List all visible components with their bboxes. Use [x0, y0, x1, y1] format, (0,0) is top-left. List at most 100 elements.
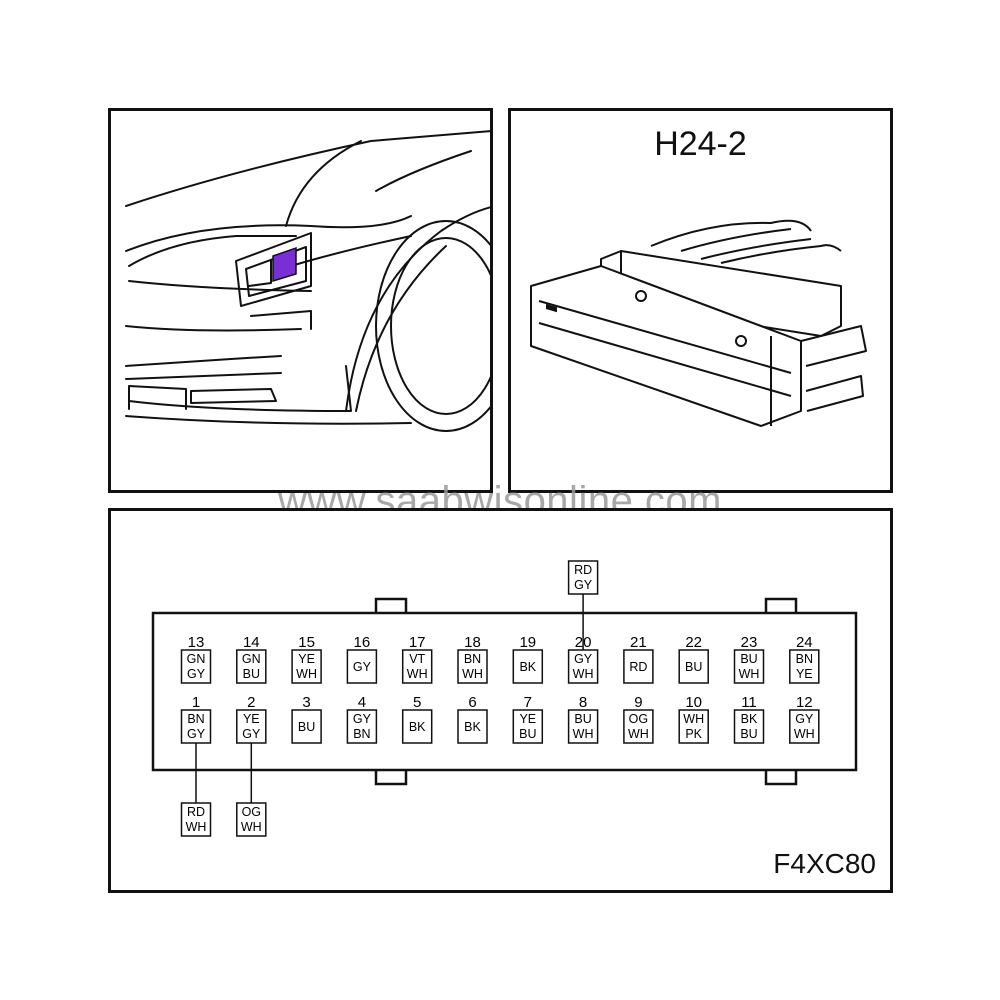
wire-color: BN	[187, 712, 204, 726]
wire-color: GY	[574, 652, 593, 666]
pin-color-box	[236, 709, 267, 744]
pin-number: 2	[247, 694, 255, 711]
wire-color: BU	[574, 712, 591, 726]
pin-number: 12	[796, 694, 813, 711]
pin-number: 5	[413, 694, 421, 711]
pin-color-box	[291, 649, 322, 684]
wire-color: GY	[353, 660, 372, 674]
wire-color: YE	[298, 652, 315, 666]
pin-number: 18	[464, 634, 481, 651]
wire-color: WH	[794, 727, 815, 741]
pin-color-box	[401, 709, 433, 744]
pin-number: 15	[298, 634, 315, 651]
connector-body-outline	[151, 611, 858, 772]
pin-color-box	[457, 709, 488, 744]
wire-color: BU	[298, 720, 315, 734]
wire-color: BK	[464, 720, 481, 734]
pin-number: 14	[243, 634, 260, 651]
wire-color: BU	[740, 652, 757, 666]
bottom-tab-right	[764, 770, 798, 786]
pin-color-box	[733, 709, 765, 744]
wire-color: BN	[353, 727, 370, 741]
pin-number: 17	[409, 634, 426, 651]
wire-color: WH	[683, 712, 704, 726]
pin-color-box	[401, 649, 433, 684]
wire-color: RD	[629, 660, 647, 674]
pin-color-box	[733, 649, 765, 684]
pin-color-box	[567, 709, 599, 744]
pin-number: 8	[579, 694, 587, 711]
wire-color: VT	[409, 652, 425, 666]
wire-color: GY	[242, 727, 261, 741]
extra-color-box	[236, 802, 267, 837]
wire-color: BK	[519, 660, 536, 674]
wire-color: OG	[629, 712, 648, 726]
wire-color: BU	[519, 727, 536, 741]
connector-highlight	[272, 246, 297, 283]
pin-number: 7	[524, 694, 532, 711]
wire-color: WH	[628, 727, 649, 741]
pin-number: 1	[192, 694, 200, 711]
pin-number: 23	[741, 634, 758, 651]
pin-color-box	[623, 709, 654, 744]
top-tab-left	[374, 597, 408, 613]
pin-6: 6BK	[457, 694, 488, 744]
wire-color: WH	[296, 667, 317, 681]
pin-color-box	[346, 709, 378, 744]
wire-color: GY	[353, 712, 372, 726]
connector-view-panel: H24-2	[508, 108, 893, 493]
wire-color: BU	[243, 667, 260, 681]
pin-color-box	[789, 649, 820, 684]
pin-number: 6	[468, 694, 476, 711]
pinout-diagram: 13GNGY14GNBU15YEWH16GY17VTWH18BNWH19BK20…	[151, 560, 858, 837]
pin-number: 24	[796, 634, 813, 651]
wire-color: YE	[243, 712, 260, 726]
figure-code: F4XC80	[773, 848, 876, 879]
wire-color: BN	[796, 652, 813, 666]
wire-color: WH	[407, 667, 428, 681]
wire-color: RD	[187, 805, 205, 819]
connector-title: H24-2	[654, 125, 747, 163]
pin-color-box	[678, 709, 709, 744]
top-tab-right	[764, 597, 798, 613]
wire-color: GY	[795, 712, 814, 726]
pin-3: 3BU	[291, 694, 322, 744]
pin-number: 13	[188, 634, 205, 651]
pin-number: 16	[354, 634, 371, 651]
pin-color-box	[291, 709, 322, 744]
pin-color-box	[457, 649, 488, 684]
wire-color: GY	[187, 667, 206, 681]
pin-5: 5BK	[401, 694, 433, 744]
wire-color: PK	[685, 727, 702, 741]
wire-color: GY	[187, 727, 206, 741]
car-front-drawing	[125, 130, 490, 432]
pin-color-box	[346, 649, 378, 684]
wire-color: BK	[409, 720, 426, 734]
wire-color: OG	[242, 805, 261, 819]
location-view-panel	[108, 108, 493, 493]
pin-number: 3	[302, 694, 310, 711]
wire-color: YE	[519, 712, 536, 726]
pin-color-box	[512, 649, 544, 684]
bottom-tab-left	[374, 770, 408, 786]
pin-number: 21	[630, 634, 647, 651]
pin-color-box	[623, 649, 654, 684]
wire-color: BK	[741, 712, 758, 726]
